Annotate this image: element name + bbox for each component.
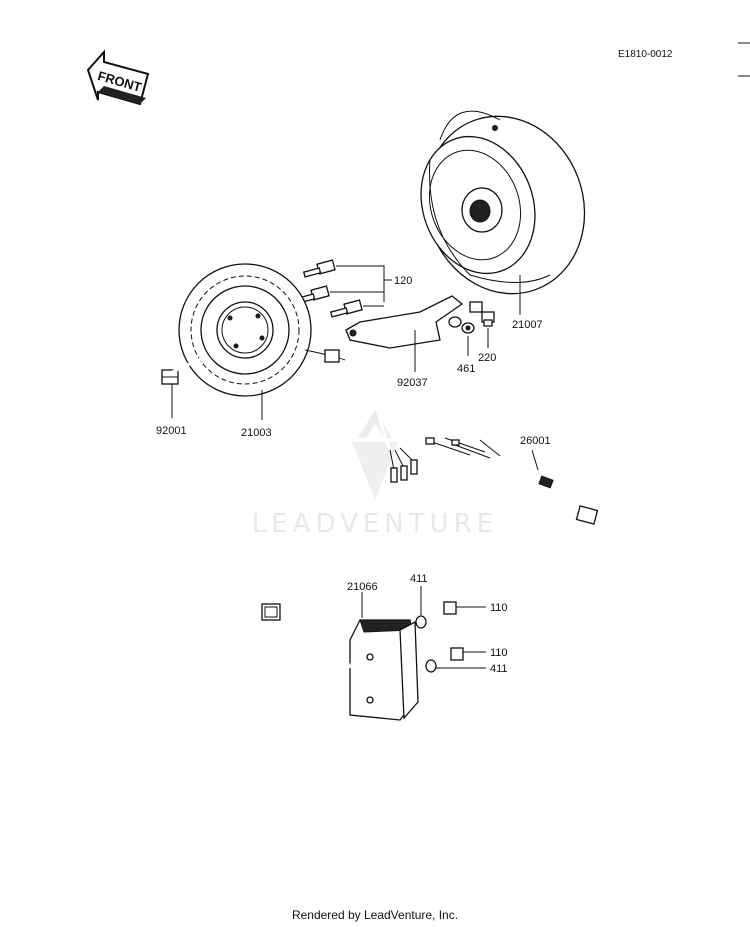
callout-21007: 21007: [512, 319, 543, 331]
callout-411-a: 411: [410, 573, 428, 585]
callout-120: 120: [394, 275, 412, 287]
callout-110-a: 110: [490, 602, 508, 614]
front-arrow-icon: FRONT: [86, 49, 150, 106]
washer-461: [448, 316, 475, 334]
fastener-110-b: [425, 647, 464, 673]
callout-26001: 26001: [520, 435, 551, 447]
diagram-code: E1810-0012: [618, 49, 673, 60]
watermark-logo-icon: [358, 410, 392, 438]
callout-411-b: 411: [490, 663, 508, 675]
watermark: LEADVENTURE: [252, 410, 498, 539]
stator-part: [178, 263, 346, 397]
watermark-logo-shield-icon: [352, 442, 398, 500]
callout-21066: 21066: [347, 581, 378, 593]
callout-110-b: 110: [490, 647, 508, 659]
callout-92001: 92001: [156, 425, 187, 437]
callout-21003: 21003: [241, 427, 272, 439]
stator-wire-leads: [339, 358, 418, 483]
footer-credit: Rendered by LeadVenture, Inc.: [292, 908, 458, 922]
rotor-part: [420, 110, 586, 295]
bolt-220: [469, 301, 495, 327]
fastener-110-a: [415, 601, 457, 629]
bracket-part: [345, 295, 464, 372]
harness-part: [425, 437, 599, 525]
callout-220: 220: [478, 352, 496, 364]
callout-461: 461: [457, 363, 475, 375]
callout-92037: 92037: [397, 377, 428, 389]
watermark-text: LEADVENTURE: [252, 509, 498, 539]
bolt-92001: [161, 354, 209, 385]
regulator-part: [261, 603, 419, 721]
